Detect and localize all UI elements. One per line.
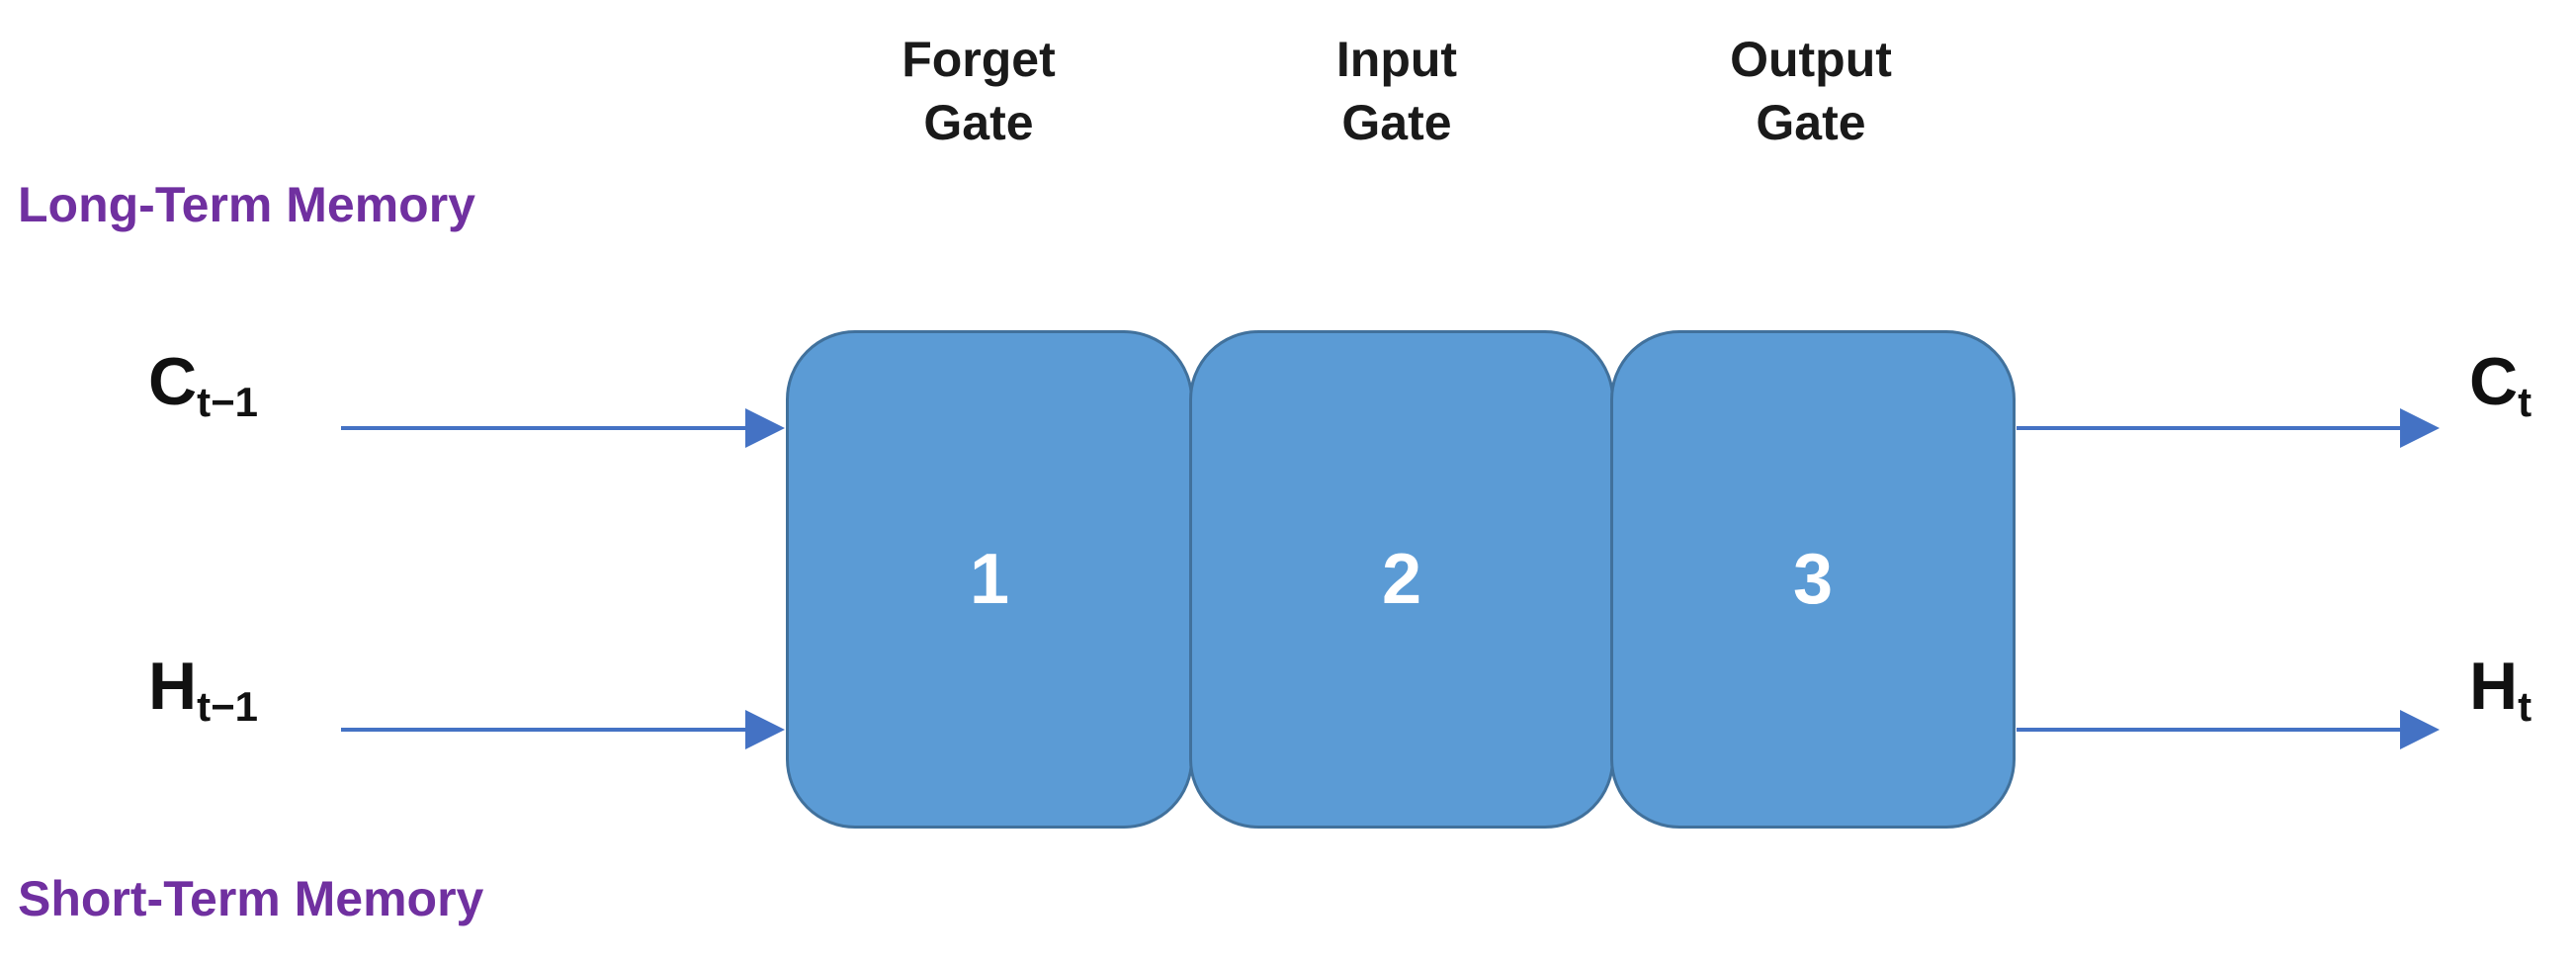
forget-gate-title: Forget Gate bbox=[902, 32, 1056, 150]
gate-number: 1 bbox=[969, 540, 1010, 619]
short-term-memory-label: Short-Term Memory bbox=[18, 871, 484, 926]
forget-gate-box: 1 bbox=[786, 330, 1193, 829]
cell-state-prev-label: Ct−1 bbox=[148, 344, 258, 425]
gate-number: 3 bbox=[1792, 540, 1834, 619]
input-gate-box: 2 bbox=[1189, 330, 1614, 829]
input-gate-title: Input Gate bbox=[1335, 32, 1458, 150]
output-gate-box: 3 bbox=[1610, 330, 2016, 829]
cell-state-output-label: Ct bbox=[2469, 344, 2533, 425]
long-term-memory-label: Long-Term Memory bbox=[18, 177, 475, 232]
output-gate-title: Output Gate bbox=[1730, 32, 1892, 150]
hidden-state-output-label: Ht bbox=[2469, 649, 2533, 730]
hidden-state-prev-label: Ht−1 bbox=[148, 649, 258, 730]
gate-number: 2 bbox=[1381, 540, 1422, 619]
